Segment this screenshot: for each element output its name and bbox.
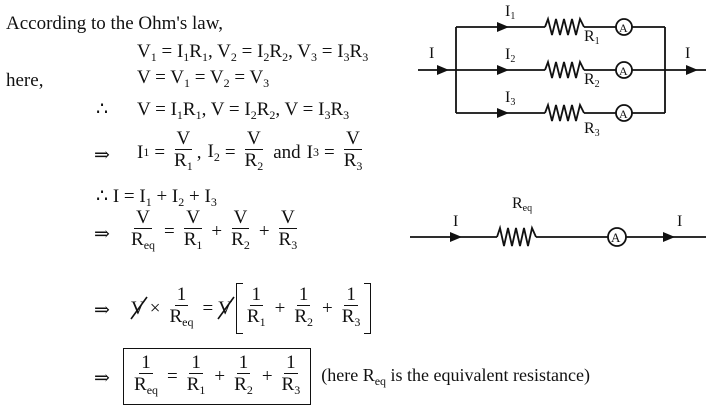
- ohm-law-line: V1 = I1R1, V2 = I2R2, V3 = I3R3: [137, 41, 369, 64]
- svg-text:I1: I1: [505, 3, 515, 22]
- svg-text:I2: I2: [505, 46, 515, 65]
- svg-text:Req: Req: [512, 195, 532, 214]
- cancelled-v: V: [130, 296, 148, 320]
- intro-text: According to the Ohm's law,: [6, 13, 223, 34]
- svg-text:I3: I3: [505, 89, 515, 108]
- svg-text:A: A: [611, 230, 621, 245]
- svg-text:R3: R3: [584, 120, 600, 139]
- equivalent-note: (here Req is the equivalent resistance): [321, 364, 590, 388]
- voltage-substitution-line: V = I1R1, V = I2R2, V = I3R3: [137, 99, 350, 122]
- implies-symbol: ⇒: [94, 224, 110, 245]
- input-current-label: I: [429, 45, 434, 62]
- svg-text:A: A: [619, 107, 628, 121]
- svg-text:I: I: [453, 213, 458, 230]
- cancelled-v: V: [217, 296, 235, 320]
- implies-symbol: ⇒: [94, 300, 110, 321]
- output-current-label: I: [685, 45, 690, 62]
- voltage-equal-line: V = V1 = V2 = V3: [137, 67, 270, 90]
- here-label: here,: [6, 70, 44, 91]
- total-current-line: ∴ I = I1 + I2 + I3: [96, 186, 217, 209]
- svg-text:A: A: [619, 64, 628, 78]
- therefore-symbol: ∴: [96, 99, 109, 120]
- svg-text:R2: R2: [584, 71, 600, 90]
- svg-text:I: I: [677, 213, 682, 230]
- svg-text:R1: R1: [584, 28, 600, 47]
- svg-text:A: A: [619, 21, 628, 35]
- implies-symbol: ⇒: [94, 368, 110, 389]
- implies-symbol: ⇒: [94, 145, 110, 166]
